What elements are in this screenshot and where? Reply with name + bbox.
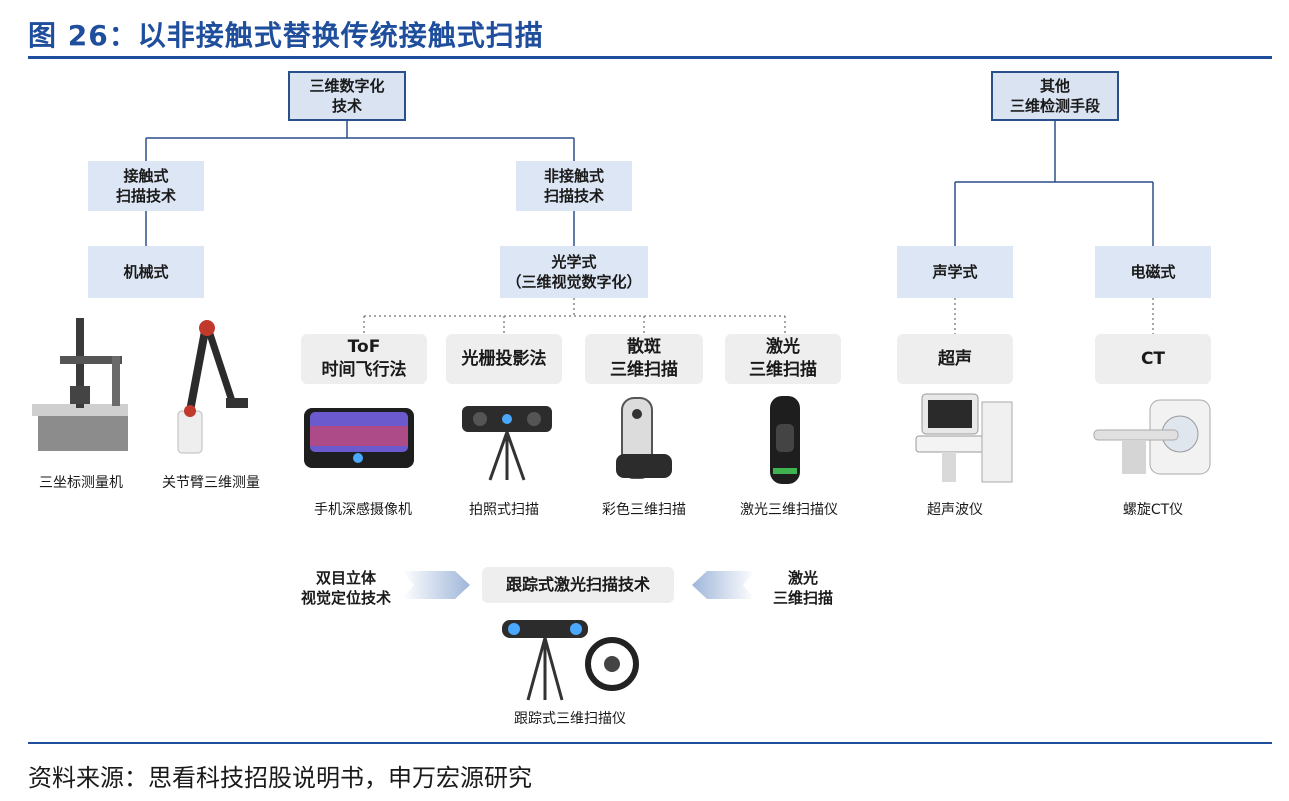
laser-scanner-image [770, 396, 800, 484]
title-rule [28, 56, 1272, 59]
caption-phone-depth-camera: 手机深感摄像机 [314, 502, 412, 518]
node-acoustic: 声学式 [897, 246, 1013, 298]
node-noncontact-scanning: 非接触式 扫描技术 [516, 161, 632, 211]
node-mechanical: 机械式 [88, 246, 204, 298]
color-scanner-image [616, 397, 672, 479]
node-speckle: 散斑 三维扫描 [585, 334, 703, 384]
label-laser-3d-scan: 激光 三维扫描 [772, 569, 833, 608]
node-grating-projection: 光栅投影法 [446, 334, 562, 384]
caption-tracking-scanner: 跟踪式三维扫描仪 [514, 711, 626, 727]
ultrasound-device-image [915, 393, 1013, 483]
caption-color-scanner: 彩色三维扫描 [602, 502, 686, 518]
node-tof: ToF 时间飞行法 [301, 334, 427, 384]
photo-scanner-image [462, 406, 552, 481]
caption-ct-device: 螺旋CT仪 [1122, 502, 1184, 518]
caption-articulated-arm: 关节臂三维测量 [162, 475, 260, 491]
phone-depth-camera-image [304, 408, 414, 468]
node-electromagnetic: 电磁式 [1095, 246, 1211, 298]
cmm-machine-image [32, 318, 128, 451]
caption-ultrasound-device: 超声波仪 [927, 502, 983, 518]
node-other-methods: 其他 三维检测手段 [991, 71, 1119, 121]
node-3d-digitization: 三维数字化 技术 [288, 71, 406, 121]
node-ultrasound: 超声 [897, 334, 1013, 384]
node-tracking-laser: 跟踪式激光扫描技术 [482, 567, 674, 603]
node-ct: CT [1095, 334, 1211, 384]
tracking-scanner-image [502, 620, 639, 701]
ct-scanner-image [1093, 399, 1211, 475]
arrow-left-shape [692, 571, 755, 599]
node-optical: 光学式 （三维视觉数字化） [500, 246, 648, 298]
caption-cmm: 三坐标测量机 [39, 475, 123, 491]
node-contact-scanning: 接触式 扫描技术 [88, 161, 204, 211]
label-stereo-vision: 双目立体 视觉定位技术 [300, 569, 391, 608]
footer-rule [28, 742, 1272, 744]
caption-photo-scanner: 拍照式扫描 [469, 502, 539, 518]
figure-title: 图 26：以非接触式替换传统接触式扫描 [28, 19, 544, 52]
source-note: 资料来源：思看科技招股说明书，申万宏源研究 [28, 764, 532, 792]
node-laser: 激光 三维扫描 [725, 334, 841, 384]
caption-laser-scanner: 激光三维扫描仪 [740, 502, 838, 518]
arrow-right-shape [402, 571, 470, 599]
articulated-arm-image [177, 320, 248, 454]
